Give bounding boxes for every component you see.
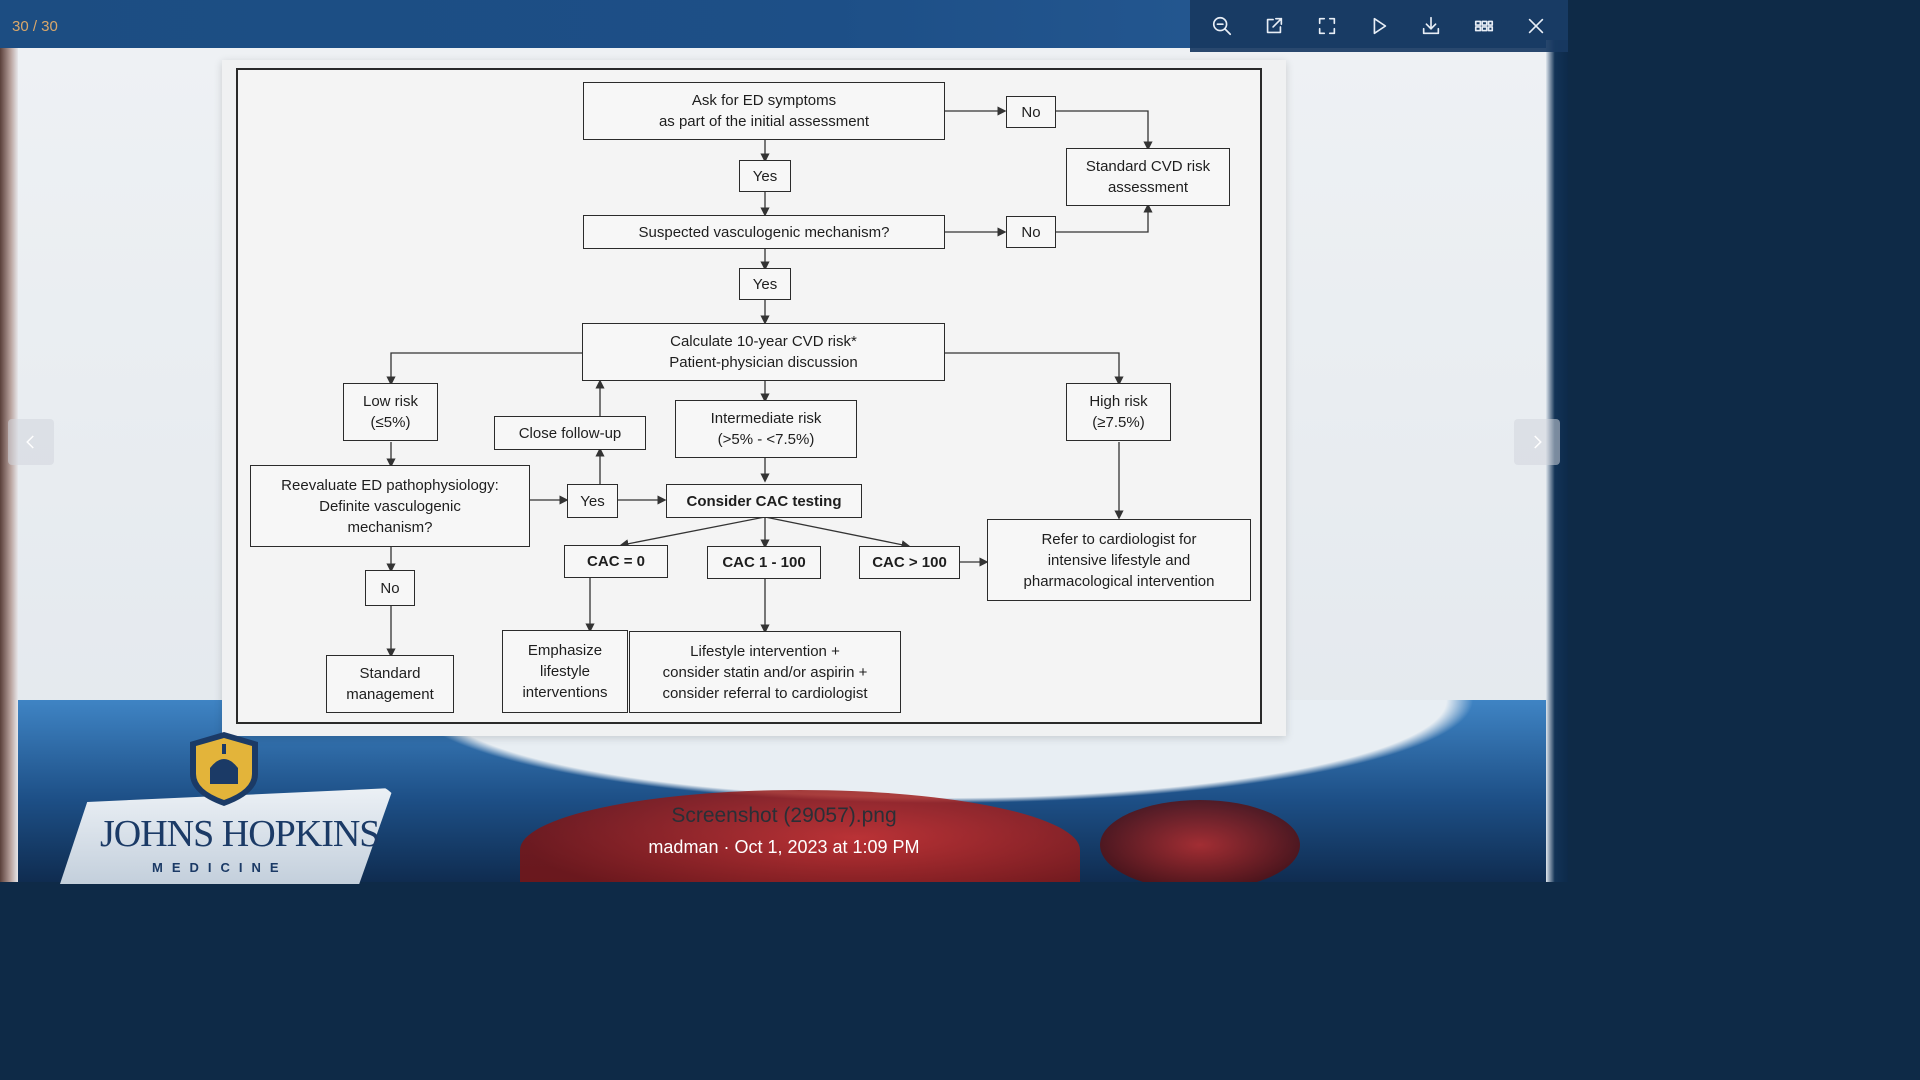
download-icon [1423, 16, 1440, 35]
chevron-right-icon [1534, 435, 1542, 449]
node-cac-over-100: CAC > 100 [859, 546, 960, 579]
node-close-follow-up: Close follow-up [494, 416, 646, 450]
zoom-out-icon [1213, 16, 1232, 36]
image-metadata: madman · Oct 1, 2023 at 1:09 PM [648, 837, 920, 857]
node-no-3: No [365, 570, 415, 606]
node-consider-cac: Consider CAC testing [666, 484, 862, 518]
close-icon [1528, 18, 1544, 34]
previous-image-button[interactable] [8, 419, 54, 465]
node-reevaluate-ed: Reevaluate ED pathophysiology: Definite … [250, 465, 530, 547]
image-counter: 30 / 30 [12, 18, 58, 35]
node-refer-cardiologist: Refer to cardiologist for intensive life… [987, 519, 1251, 601]
download-button[interactable] [1413, 8, 1449, 44]
node-yes-1: Yes [739, 160, 791, 192]
node-cac-1-100: CAC 1 - 100 [707, 546, 821, 579]
node-low-risk: Low risk (≤5%) [343, 383, 438, 441]
node-cac-0: CAC = 0 [564, 545, 668, 578]
fullscreen-icon [1318, 17, 1335, 35]
node-high-risk: High risk (≥7.5%) [1066, 383, 1171, 441]
grid-view-button[interactable] [1466, 8, 1502, 44]
background-heart-graphic-2 [1100, 800, 1300, 882]
node-calculate-cvd-risk: Calculate 10-year CVD risk* Patient-phys… [582, 323, 945, 381]
node-standard-management: Standard management [326, 655, 454, 713]
node-no-1: No [1006, 96, 1056, 128]
logo-name: JOHNS HOPKINS [100, 813, 380, 855]
node-yes-3: Yes [567, 484, 618, 518]
background-heart-graphic [520, 790, 1080, 882]
node-ask-ed-symptoms: Ask for ED symptoms as part of the initi… [583, 82, 945, 140]
viewer-toolbar [1190, 0, 1568, 52]
johns-hopkins-shield-icon [190, 732, 258, 806]
node-intermediate-risk: Intermediate risk (>5% - <7.5%) [675, 400, 857, 458]
chevron-left-icon [26, 435, 34, 449]
node-standard-cvd-assessment: Standard CVD risk assessment [1066, 148, 1230, 206]
flowchart-slide: Ask for ED symptoms as part of the initi… [236, 68, 1262, 724]
close-button[interactable] [1518, 8, 1554, 44]
play-slideshow-button[interactable] [1361, 8, 1397, 44]
zoom-out-button[interactable] [1204, 8, 1240, 44]
node-emphasize-lifestyle: Emphasize lifestyle interventions [502, 630, 628, 713]
viewer-topbar: 30 / 30 [0, 0, 1190, 48]
open-external-icon [1267, 17, 1283, 34]
node-yes-2: Yes [739, 268, 791, 300]
next-image-button[interactable] [1514, 419, 1560, 465]
logo-subtitle: MEDICINE [152, 860, 288, 875]
fullscreen-button[interactable] [1309, 8, 1345, 44]
play-slideshow-icon [1373, 17, 1387, 35]
node-suspected-vasculogenic: Suspected vasculogenic mechanism? [583, 215, 945, 249]
johns-hopkins-logo: JOHNS HOPKINS MEDICINE [60, 728, 400, 884]
image-filename: Screenshot (29057).png [671, 804, 897, 827]
node-no-2: No [1006, 216, 1056, 248]
open-external-button[interactable] [1256, 8, 1292, 44]
node-lifestyle-intervention: Lifestyle intervention + consider statin… [629, 631, 901, 713]
grid-view-icon [1474, 20, 1493, 32]
